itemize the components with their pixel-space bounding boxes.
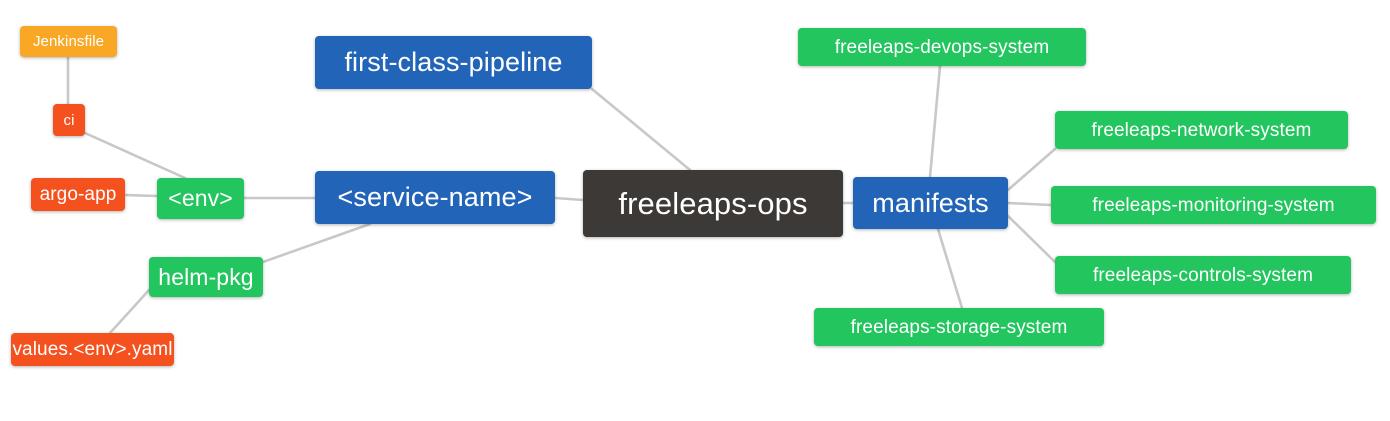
node-label-jenkinsfile: Jenkinsfile (32, 33, 105, 50)
node-freeleaps-storage-system[interactable]: freeleaps-storage-system (814, 308, 1104, 346)
edge-helm-pkg-to-values-env-yaml (108, 288, 151, 335)
edge-service-name-to-helm-pkg (261, 222, 372, 264)
node-label-service-name: <service-name> (337, 182, 533, 212)
node-service-name[interactable]: <service-name> (315, 171, 555, 224)
node-label-ci: ci (63, 111, 75, 129)
edge-freeleaps-ops-to-first-class-pipeline (590, 87, 692, 172)
node-label-freeleaps-ops: freeleaps-ops (618, 186, 808, 221)
node-jenkinsfile[interactable]: Jenkinsfile (20, 26, 117, 57)
node-env[interactable]: <env> (157, 178, 244, 219)
edge-manifests-to-freeleaps-monitoring-system (1006, 201, 1053, 207)
edge-freeleaps-ops-to-service-name (553, 196, 585, 202)
edge-env-to-argo-app (123, 193, 159, 198)
node-label-argo-app: argo-app (39, 184, 117, 205)
edge-manifests-to-freeleaps-devops-system (928, 64, 942, 179)
edge-manifests-to-freeleaps-network-system (1006, 147, 1057, 192)
node-label-freeleaps-devops-system: freeleaps-devops-system (834, 36, 1050, 58)
node-label-freeleaps-monitoring-system: freeleaps-monitoring-system (1092, 194, 1335, 216)
node-label-freeleaps-controls-system: freeleaps-controls-system (1092, 264, 1314, 286)
node-label-helm-pkg: helm-pkg (158, 263, 254, 290)
node-manifests[interactable]: manifests (853, 177, 1008, 229)
node-first-class-pipeline[interactable]: first-class-pipeline (315, 36, 592, 89)
node-label-first-class-pipeline: first-class-pipeline (344, 47, 563, 77)
node-helm-pkg[interactable]: helm-pkg (149, 257, 263, 297)
edge-manifests-to-freeleaps-controls-system (1006, 214, 1057, 264)
node-freeleaps-devops-system[interactable]: freeleaps-devops-system (798, 28, 1086, 66)
node-values-env-yaml[interactable]: values.<env>.yaml (11, 333, 174, 366)
node-label-freeleaps-network-system: freeleaps-network-system (1091, 119, 1312, 141)
node-label-manifests: manifests (872, 187, 989, 218)
node-argo-app[interactable]: argo-app (31, 178, 125, 211)
node-label-values-env-yaml: values.<env>.yaml (12, 339, 173, 360)
node-label-freeleaps-storage-system: freeleaps-storage-system (850, 316, 1068, 338)
node-label-env: <env> (168, 185, 233, 211)
node-freeleaps-ops[interactable]: freeleaps-ops (583, 170, 843, 237)
node-freeleaps-network-system[interactable]: freeleaps-network-system (1055, 111, 1348, 149)
node-ci[interactable]: ci (53, 104, 85, 136)
node-freeleaps-controls-system[interactable]: freeleaps-controls-system (1055, 256, 1351, 294)
edge-env-to-ci (83, 131, 187, 180)
edge-manifests-to-freeleaps-storage-system (936, 227, 964, 310)
node-freeleaps-monitoring-system[interactable]: freeleaps-monitoring-system (1051, 186, 1376, 224)
